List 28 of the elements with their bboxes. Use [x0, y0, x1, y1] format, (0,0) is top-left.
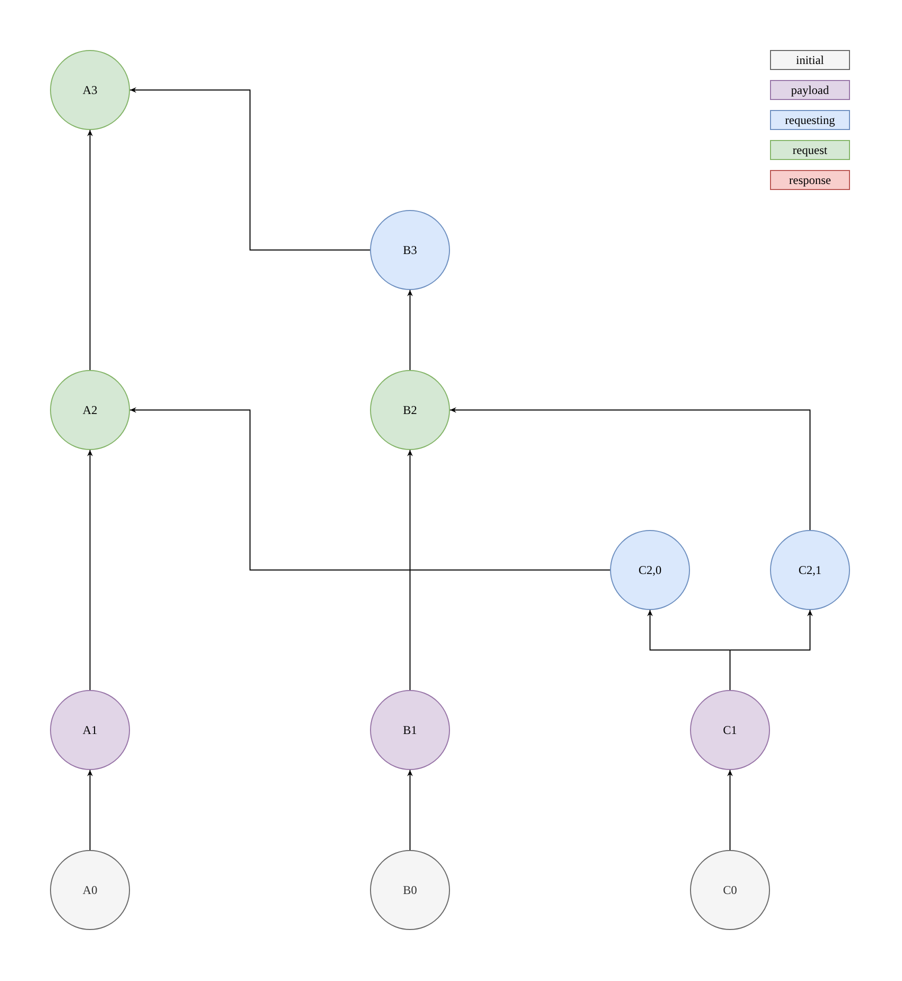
legend-label: payload — [791, 82, 829, 98]
legend-label: initial — [796, 52, 824, 68]
arrow — [87, 770, 93, 850]
state-label: C2,1 — [798, 562, 822, 578]
state-label: C2,0 — [638, 562, 662, 578]
arrow — [727, 770, 733, 850]
state-label: C1 — [722, 722, 737, 738]
arrow — [130, 87, 370, 250]
state-label: A2 — [82, 402, 98, 418]
state-label: C0 — [722, 882, 737, 898]
state-label: A1 — [82, 722, 98, 738]
arrow — [130, 407, 610, 570]
arrow — [407, 290, 413, 370]
state-label: A0 — [82, 882, 98, 898]
arrow — [87, 450, 93, 690]
state-label: A3 — [82, 82, 98, 98]
arrow — [407, 450, 413, 690]
legend-label: requesting — [785, 112, 835, 128]
arrow — [450, 407, 810, 530]
arrow — [730, 610, 813, 690]
arrow — [407, 770, 413, 850]
legend-label: request — [792, 142, 828, 158]
state-label: B3 — [402, 242, 417, 258]
state-label: B2 — [402, 402, 417, 418]
arrow — [87, 130, 93, 370]
state-label: B0 — [402, 882, 417, 898]
state-label: B1 — [402, 722, 417, 738]
legend-label: response — [789, 172, 831, 188]
